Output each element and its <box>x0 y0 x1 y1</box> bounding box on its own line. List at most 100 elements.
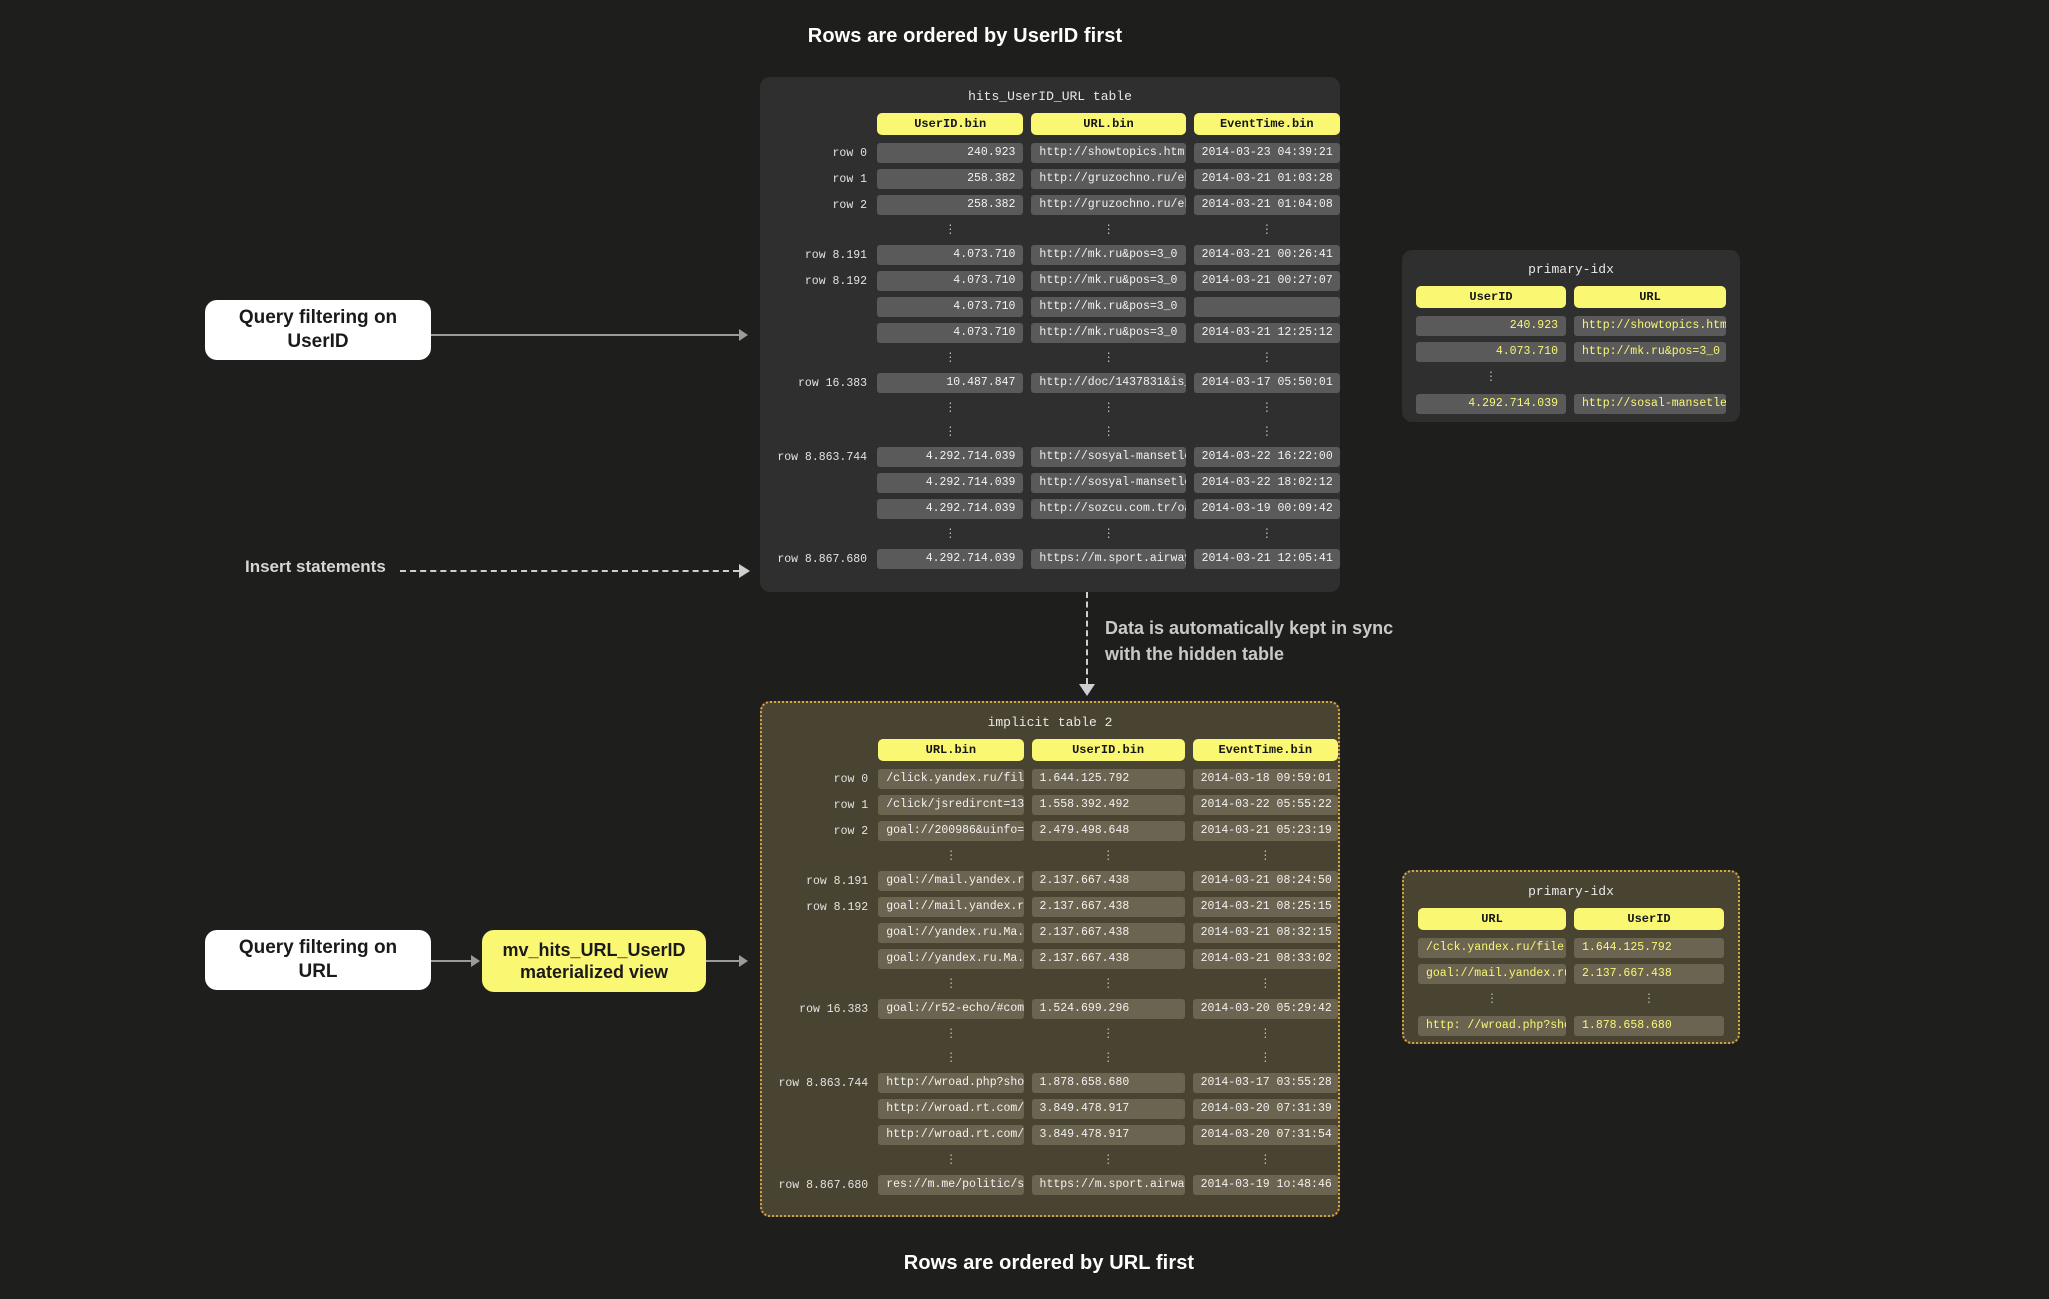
table-cell: 2014-03-21 01:04:08 <box>1193 195 1340 215</box>
table-cell: 3.849.478.917 <box>1031 1125 1185 1145</box>
idx-cell: http://mk.ru&pos=3_0 <box>1574 342 1726 362</box>
table-cell: 2.137.667.438 <box>1031 923 1185 943</box>
table-cell: 258.382 <box>877 169 1024 189</box>
table-cell: 2014-03-22 18:02:12 <box>1193 473 1340 493</box>
table-cell: 2014-03-18 09:59:01 <box>1192 769 1338 789</box>
idx-cell: 4.292.714.039 <box>1416 394 1566 414</box>
idx-cell: 4.073.710 <box>1416 342 1566 362</box>
table-row: row 0/click.yandex.ru/file.co ...1.644.1… <box>762 769 1338 789</box>
table-cell: http://wroad.php?show/7... <box>878 1073 1024 1093</box>
table-cell: 1.878.658.680 <box>1031 1073 1185 1093</box>
table-row: row 1/click/jsredircnt=1395412...1.558.3… <box>762 795 1338 815</box>
caption-bottom: Rows are ordered by URL first <box>903 1252 1195 1274</box>
ellipsis-cell: ⋮ <box>1260 401 1273 415</box>
idx-ellipsis-cell: ⋮ <box>1643 992 1655 1006</box>
table-cell: 10.487.847 <box>877 373 1024 393</box>
table-cell: 2014-03-19 1o:48:46 <box>1192 1175 1338 1195</box>
ellipsis-cell: ⋮ <box>1260 223 1273 237</box>
ellipsis-cell: ⋮ <box>1102 849 1115 863</box>
table-cell: 2014-03-22 05:55:22 <box>1192 795 1338 815</box>
row-label: row 8.192 <box>806 900 869 914</box>
ellipsis-cell: ⋮ <box>1102 223 1115 237</box>
ellipsis-cell: ⋮ <box>945 1153 958 1167</box>
table-cell: 1.558.392.492 <box>1031 795 1185 815</box>
row-label: row 8.191 <box>806 874 869 888</box>
ellipsis-cell: ⋮ <box>944 527 957 541</box>
table-cell: http://mk.ru&pos=3_0 <box>1031 297 1186 317</box>
callout-materialized-view[interactable]: mv_hits_URL_UserID materialized view <box>482 930 706 992</box>
primary-idx-1-title: primary-idx <box>1528 262 1614 277</box>
table-row: 4.292.714.039http://sozcu.com.tr/oaut201… <box>760 499 1340 519</box>
idx-column-header-1: URL <box>1574 286 1726 308</box>
arrow-sync-line <box>1086 592 1088 684</box>
arrow-query-userid-line <box>431 334 739 336</box>
table-cell: 2014-03-21 08:25:15 <box>1192 897 1338 917</box>
arrow-insert-head <box>739 564 750 578</box>
table-cell: http://doc/1437831&is_mo... <box>1031 373 1186 393</box>
idx-ellipsis-row: ⋮⋮ <box>1418 990 1724 1010</box>
row-label: row 8.867.680 <box>777 552 868 566</box>
table-row: http://wroad.rt.com/tr/...3.849.478.9172… <box>762 1099 1338 1119</box>
table-cell: http://mk.ru&pos=3_0 <box>1031 323 1186 343</box>
ellipsis-row: ⋮⋮⋮ <box>762 1025 1338 1043</box>
arrow-mv-to-table2-head <box>739 955 748 967</box>
table-cell: 2014-03-17 03:55:28 <box>1192 1073 1338 1093</box>
column-header-table1-0: UserID.bin <box>877 113 1024 135</box>
ellipsis-cell: ⋮ <box>945 1051 958 1065</box>
ellipsis-cell: ⋮ <box>944 425 957 439</box>
row-label: row 0 <box>833 772 869 786</box>
idx-ellipsis-cell: ⋮ <box>1486 992 1498 1006</box>
column-header-table2-1: UserID.bin <box>1031 739 1185 761</box>
table-cell: 4.073.710 <box>877 271 1024 291</box>
callout-query-filtering-url[interactable]: Query filtering on URL <box>205 930 431 990</box>
row-label: row 8.867.680 <box>778 1178 869 1192</box>
table-cell: 4.292.714.039 <box>877 447 1024 467</box>
table-cell: 4.073.710 <box>877 297 1024 317</box>
table-cell: http://showtopics.html%3... <box>1031 143 1186 163</box>
ellipsis-cell: ⋮ <box>1102 977 1115 991</box>
ellipsis-row: ⋮ ⋮ ⋮ <box>762 1151 1338 1169</box>
mv-label-line1: mv_hits_URL_UserID <box>502 939 686 960</box>
table-row: row 8.192goal://mail.yandex.ru/Ma...2.13… <box>762 897 1338 917</box>
table-row: row 0240.923http://showtopics.html%3...2… <box>760 143 1340 163</box>
idx-cell: 1.644.125.792 <box>1574 938 1724 958</box>
ellipsis-cell: ⋮ <box>944 401 957 415</box>
ellipsis-cell: ⋮ <box>1102 1051 1115 1065</box>
table-cell: goal://yandex.ru.Ma... <box>878 949 1024 969</box>
idx-column-header-0: URL <box>1418 908 1567 930</box>
table-cell: 2014-03-21 00:27:07 <box>1193 271 1340 291</box>
ellipsis-cell: ⋮ <box>1260 527 1273 541</box>
table-cell: goal://mail.yandex.ru/Ma... <box>878 871 1024 891</box>
idx-row: 4.073.710 http://mk.ru&pos=3_0 <box>1416 342 1726 362</box>
idx-cell: http://sosal-mansetleri... <box>1574 394 1726 414</box>
idx-ellipsis-cell <box>1574 368 1726 386</box>
idx-row: goal://mail.yandex.ru/Ma...2.137.667.438 <box>1418 964 1724 984</box>
table-cell: 2014-03-20 07:31:54 <box>1192 1125 1338 1145</box>
ellipsis-cell: ⋮ <box>1102 1153 1115 1167</box>
table-cell: http://sosyal-mansetleri... <box>1031 447 1186 467</box>
ellipsis-cell: ⋮ <box>1259 1051 1272 1065</box>
callout-query-filtering-userid[interactable]: Query filtering on UserID <box>205 300 431 360</box>
ellipsis-cell: ⋮ <box>1259 1153 1272 1167</box>
ellipsis-cell: ⋮ <box>944 351 957 365</box>
note-sync-line1: Data is automatically kept in sync <box>1105 618 1394 638</box>
table-row: row 8.863.744http://wroad.php?show/7...1… <box>762 1073 1338 1093</box>
row-label: row 16.383 <box>799 1002 869 1016</box>
table-cell: /click.yandex.ru/file.co ... <box>878 769 1024 789</box>
table-cell: 4.073.710 <box>877 323 1024 343</box>
arrow-mv-to-table2-line <box>706 960 739 962</box>
idx-cell: goal://mail.yandex.ru/Ma... <box>1418 964 1567 984</box>
table-1-title: hits_UserID_URL table <box>968 89 1132 104</box>
idx-row: /clck.yandex.ru/file.com... 1.644.125.792 <box>1418 938 1724 958</box>
idx-cell: /clck.yandex.ru/file.com... <box>1418 938 1567 958</box>
table-cell: https://m.sport.airway/? <box>1031 549 1186 569</box>
note-sync: Data is automatically kept in sync with … <box>1105 615 1425 667</box>
table-cell: http://gruzochno.ru/ekat... <box>1031 169 1186 189</box>
